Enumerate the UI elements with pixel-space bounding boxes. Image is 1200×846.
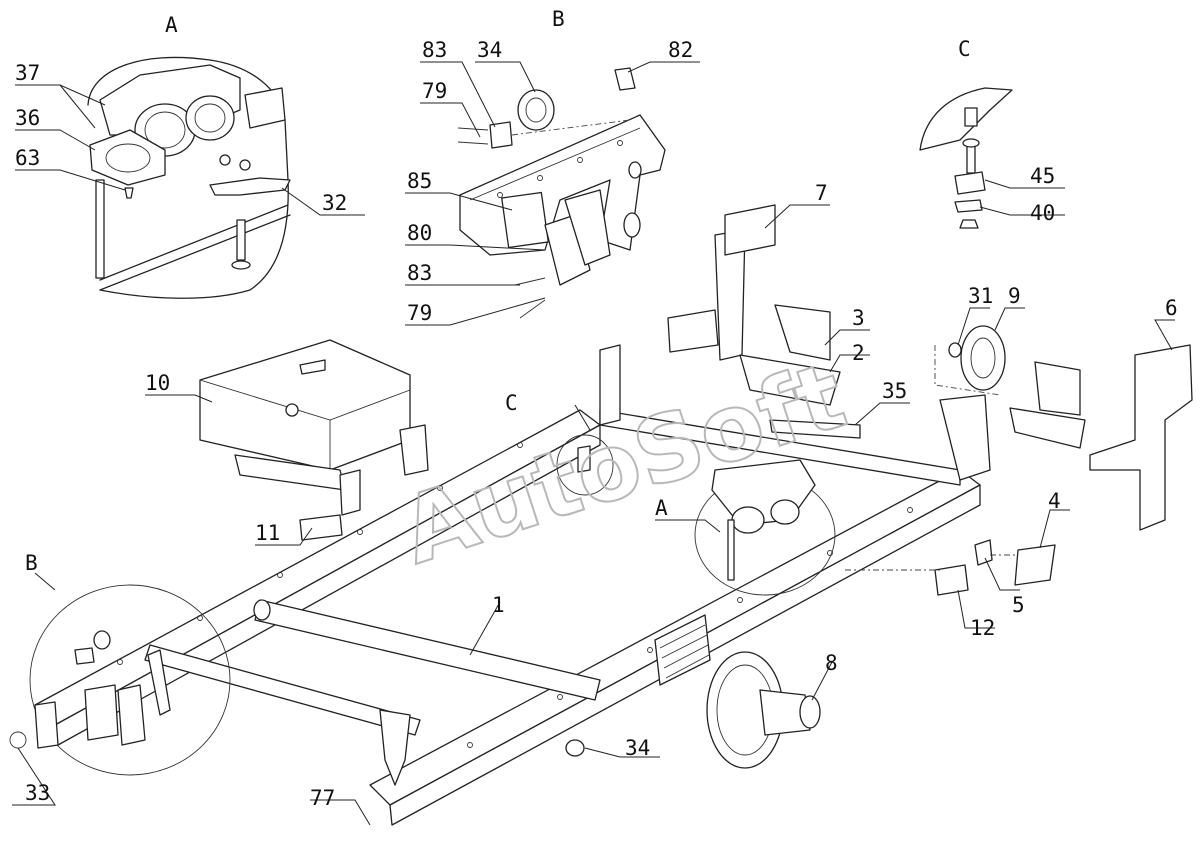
callout-8: 8 <box>825 651 838 675</box>
callout-9: 9 <box>1008 284 1021 308</box>
callout-45: 45 <box>1030 164 1055 188</box>
zoom-circles <box>9 434 836 776</box>
callout-82: 82 <box>668 38 693 62</box>
callout-7: 7 <box>815 181 828 205</box>
callout-37: 37 <box>15 61 40 85</box>
callout-83-bottom: 83 <box>407 261 432 285</box>
callout-79-bottom: 79 <box>407 301 432 325</box>
callout-83-top: 83 <box>422 38 447 62</box>
callout-77: 77 <box>310 786 335 810</box>
callout-63: 63 <box>15 146 40 170</box>
callout-34-top: 34 <box>477 38 502 62</box>
callout-b-frame: B <box>25 551 38 575</box>
callout-6: 6 <box>1165 296 1178 320</box>
fenders <box>739 304 1086 449</box>
view-label-b: B <box>552 7 565 31</box>
main-frame <box>34 204 991 826</box>
callout-79-top: 79 <box>422 79 447 103</box>
callout-5: 5 <box>1012 593 1025 617</box>
hub-drum <box>565 651 821 769</box>
callout-a-frame: A <box>655 496 668 520</box>
callout-33: 33 <box>25 781 50 805</box>
wheel-and-bracket <box>934 325 1193 531</box>
callout-40: 40 <box>1030 201 1055 225</box>
detail-view-c <box>919 87 1013 229</box>
callout-2: 2 <box>852 341 865 365</box>
callout-c-frame: C <box>505 391 518 415</box>
callout-34-bottom: 34 <box>625 736 650 760</box>
callout-1: 1 <box>492 593 505 617</box>
callout-11: 11 <box>255 521 280 545</box>
detail-view-a <box>87 56 291 299</box>
detail-view-b <box>457 67 666 319</box>
view-label-a: A <box>165 13 178 37</box>
callout-12: 12 <box>970 616 995 640</box>
callout-3: 3 <box>852 306 865 330</box>
leader-lines <box>12 61 1175 826</box>
watermark-text: AutoSoft <box>389 342 857 585</box>
callout-35: 35 <box>882 379 907 403</box>
callouts: A B C 37 36 63 32 83 34 82 79 85 80 83 7… <box>15 7 1178 810</box>
callout-31: 31 <box>968 284 993 308</box>
callout-4: 4 <box>1048 489 1061 513</box>
callout-10: 10 <box>145 371 170 395</box>
callout-85: 85 <box>407 169 432 193</box>
view-label-c: C <box>958 37 971 61</box>
callout-80: 80 <box>407 221 432 245</box>
callout-36: 36 <box>15 106 40 130</box>
tool-box <box>199 339 429 516</box>
callout-32: 32 <box>322 191 347 215</box>
small-parts <box>299 514 1056 596</box>
